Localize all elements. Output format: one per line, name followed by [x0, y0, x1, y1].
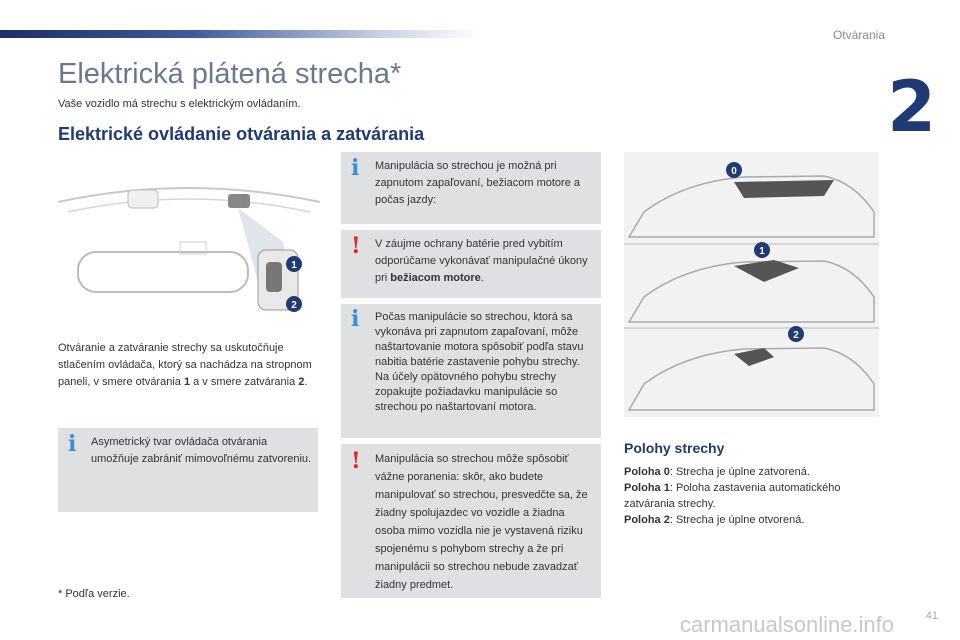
info-box-asymmetric: i Asymetrický tvar ovládača otvárania um…: [58, 428, 318, 512]
control-illustration: 1 2: [57, 172, 321, 322]
control-description: Otváranie a zatváranie strechy sa uskuto…: [58, 340, 320, 391]
direction-close-number: 2: [298, 376, 305, 388]
warning-icon: !: [351, 448, 361, 474]
info-box-asymmetric-text: Asymetrický tvar ovládača otvárania umož…: [91, 436, 312, 465]
control-badge-1-label: 1: [291, 260, 297, 271]
position-1-text: : Poloha zastavenia automatického zatvár…: [624, 482, 841, 510]
header-bar: [0, 30, 480, 38]
control-description-part1: Otváranie a zatváranie strechy sa uskuto…: [58, 342, 312, 388]
control-badge-1: 1: [286, 256, 302, 272]
page-subtitle: Vaše vozidlo má strechu s elektrickým ov…: [58, 98, 301, 110]
control-description-part3: .: [304, 376, 308, 388]
info-icon: i: [68, 431, 77, 457]
note-engine-start: i Počas manipulácie so strechou, ktorá s…: [341, 304, 601, 438]
positions-heading: Polohy strechy: [624, 440, 725, 456]
note-injury-warning: ! Manipulácia so strechou môže spôsobiť …: [341, 444, 601, 598]
position-item: Poloha 1: Poloha zastavenia automatickéh…: [624, 480, 884, 512]
position-1-label: Poloha 1: [624, 482, 670, 494]
car-roof-diagram: 0 1 2: [624, 152, 879, 417]
section-heading: Elektrické ovládanie otvárania a zatvára…: [58, 124, 425, 144]
roof-positions-illustration: 0 1 2: [624, 152, 879, 417]
direction-open-number: 1: [183, 376, 191, 388]
position-item: Poloha 0: Strecha je úplne zatvorená.: [624, 464, 884, 480]
control-badge-2-label: 2: [291, 300, 297, 311]
control-badge-2: 2: [286, 296, 302, 312]
note-battery-text-post: .: [480, 272, 484, 284]
section-label: Otvárania: [832, 28, 885, 42]
position-item: Poloha 2: Strecha je úplne otvorená.: [624, 512, 884, 528]
page-title: Elektrická plátená strecha*: [58, 58, 402, 90]
note-ignition: i Manipulácia so strechou je možná pri z…: [341, 152, 601, 224]
footnote: * Podľa verzie.: [58, 588, 130, 600]
roof-position-badge-1: 1: [754, 242, 770, 258]
info-icon: i: [351, 306, 360, 332]
roof-position-badge-0: 0: [726, 162, 742, 178]
note-battery-text-bold: bežiacom motore: [390, 272, 481, 284]
warning-icon: !: [351, 233, 361, 259]
roof-position-badge-1-label: 1: [759, 246, 765, 257]
position-2-label: Poloha 2: [624, 514, 670, 526]
control-description-part2: a v smere zatvárania: [190, 376, 299, 388]
note-battery-text: V záujme ochrany batérie pred vybitím od…: [375, 236, 595, 287]
note-ignition-text: Manipulácia so strechou je možná pri zap…: [375, 160, 580, 206]
chapter-number: 2: [887, 66, 936, 148]
position-0-text: : Strecha je úplne zatvorená.: [669, 466, 810, 478]
positions-list: Poloha 0: Strecha je úplne zatvorená. Po…: [624, 464, 884, 528]
info-icon: i: [351, 155, 360, 181]
note-battery-warning: ! V záujme ochrany batérie pred vybitím …: [341, 230, 601, 298]
note-engine-start-text: Počas manipulácie so strechou, ktorá sa …: [375, 311, 584, 413]
roof-position-badge-0-label: 0: [731, 166, 737, 177]
note-injury-text: Manipulácia so strechou môže spôsobiť vá…: [375, 453, 588, 591]
page-number: 41: [925, 610, 938, 622]
roof-position-badge-2-label: 2: [793, 330, 799, 341]
position-0-label: Poloha 0: [624, 466, 670, 478]
watermark: carmanualsonline.info: [680, 612, 895, 637]
roof-position-badge-2: 2: [788, 326, 804, 342]
note-battery-text-pre: V záujme ochrany batérie pred vybitím od…: [375, 238, 588, 284]
position-2-text: : Strecha je úplne otvorená.: [669, 514, 805, 526]
roof-control-diagram: 1 2: [57, 187, 321, 312]
